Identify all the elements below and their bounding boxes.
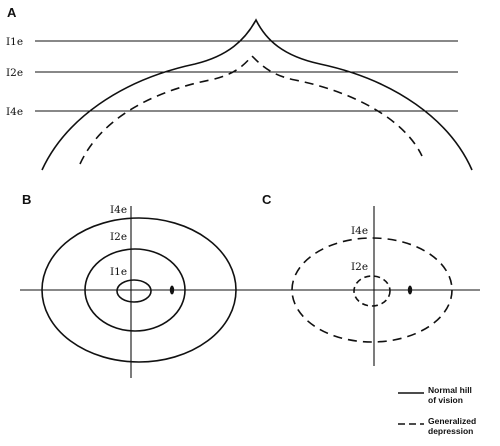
depressed-isopter-i2e — [353, 275, 391, 307]
isopter-label-i2e: I2e — [110, 231, 127, 243]
depressed-hill-curve — [79, 54, 423, 165]
panel-a: A I1e I2e I4e — [6, 5, 473, 171]
level-label-i1e: I1e — [6, 36, 23, 48]
legend: Normal hill of vision Generalized depres… — [398, 385, 476, 436]
panel-b-letter: B — [22, 192, 31, 207]
normal-hill-curve — [41, 18, 473, 171]
depressed-label-i4e: I4e — [351, 225, 368, 237]
legend-normal-line2: of vision — [428, 395, 463, 405]
legend-depression-line2: depression — [428, 426, 473, 436]
level-label-i2e: I2e — [6, 67, 23, 79]
legend-normal-line1: Normal hill — [428, 385, 472, 395]
panel-a-letter: A — [7, 5, 17, 20]
panel-c-letter: C — [262, 192, 272, 207]
depressed-isopter-i4e — [291, 237, 453, 343]
blind-spot — [169, 285, 175, 295]
panel-c: C I4e I2e — [258, 192, 480, 366]
level-label-i4e: I4e — [6, 106, 23, 118]
depressed-label-i2e: I2e — [351, 261, 368, 273]
isopter-label-i1e: I1e — [110, 266, 127, 278]
blind-spot — [407, 285, 413, 295]
isopter-label-i4e: I4e — [110, 204, 127, 216]
legend-depression-line1: Generalized — [428, 416, 476, 426]
isopter-i2e — [84, 248, 186, 332]
isopter-i4e — [41, 217, 237, 363]
isopter-i1e — [116, 279, 152, 303]
panel-b: B I4e I2e I1e — [20, 192, 262, 378]
